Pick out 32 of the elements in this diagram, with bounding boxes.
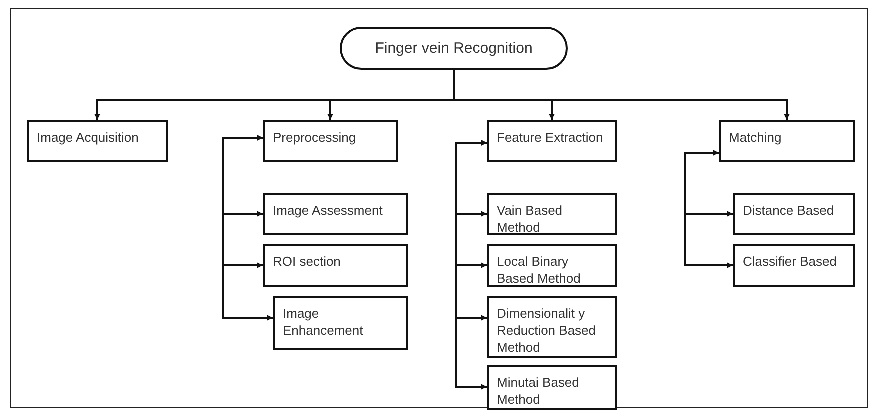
category-box — [263, 120, 398, 162]
node-label: Matching — [729, 130, 782, 145]
node-label: Image Assessment — [273, 203, 383, 218]
node-label: Image Acquisition — [37, 130, 139, 145]
node-label: Local Binary Based Method — [497, 254, 581, 286]
category-box — [263, 193, 408, 235]
category-box — [733, 244, 855, 287]
category-box — [733, 193, 855, 235]
node-label: Preprocessing — [273, 130, 356, 145]
category-box — [487, 365, 617, 410]
node-label: Vain Based Method — [497, 203, 563, 235]
arrow — [455, 140, 487, 390]
category-box — [487, 120, 617, 162]
node-label: ROI section — [273, 254, 341, 269]
root-box — [340, 27, 568, 70]
category-box — [487, 244, 617, 287]
node-label: Distance Based — [743, 203, 834, 218]
category-box — [719, 120, 855, 162]
node-label: Dimensionalit y Reduction Based Method — [497, 306, 596, 355]
node-label: Minutai Based Method — [497, 375, 580, 407]
arrow — [453, 70, 790, 120]
node-label: Classifier Based — [743, 254, 837, 269]
category-box — [273, 296, 408, 350]
node-label: Image Enhancement — [283, 306, 364, 338]
category-box — [27, 120, 168, 162]
arrow — [684, 150, 733, 268]
arrow — [222, 135, 273, 321]
node-label: Feature Extraction — [497, 130, 604, 145]
category-box — [263, 244, 408, 287]
category-box — [487, 296, 617, 358]
node-label: Finger vein Recognition — [375, 40, 533, 57]
category-box — [487, 193, 617, 235]
